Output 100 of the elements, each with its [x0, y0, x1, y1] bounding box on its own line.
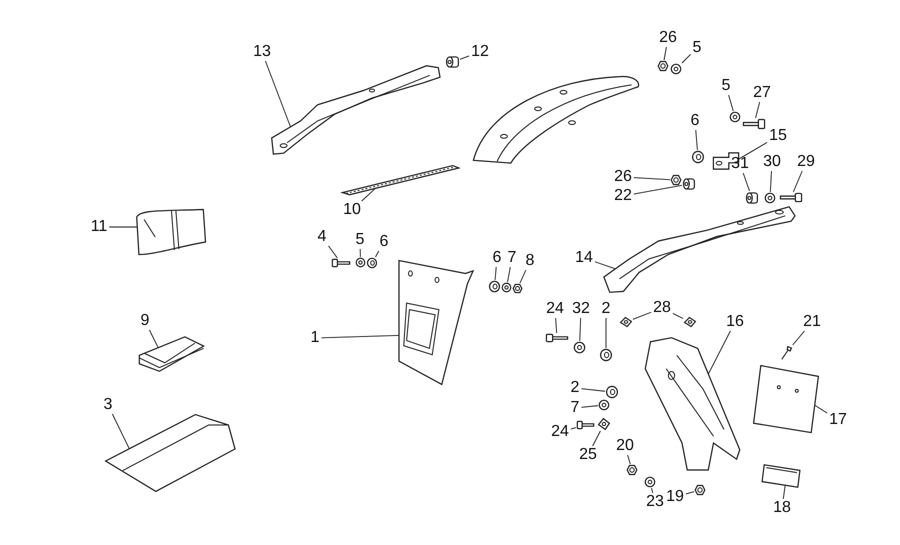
grommet-drawing — [606, 386, 618, 398]
rod-drawing — [340, 165, 460, 195]
callout-number: 2 — [570, 380, 580, 396]
hex-nut-drawing — [671, 175, 681, 185]
leader-line — [581, 388, 606, 392]
callout-number: 16 — [725, 314, 745, 330]
callout-number: 1 — [310, 330, 320, 346]
callout-number: 24 — [550, 424, 570, 440]
washer-drawing — [502, 283, 511, 292]
leader-line — [361, 187, 376, 202]
leader-line — [632, 312, 652, 320]
leader-line — [460, 56, 470, 60]
leader-line — [108, 226, 138, 228]
washer-drawing — [356, 258, 365, 267]
callout-number: 11 — [90, 219, 108, 235]
washer-drawing — [765, 193, 775, 203]
callout-number: 32 — [571, 301, 591, 317]
bushing-drawing — [446, 56, 459, 68]
callout-number: 31 — [730, 156, 750, 172]
leader-line — [755, 102, 760, 118]
callout-number: 24 — [545, 301, 565, 317]
washer-drawing — [730, 112, 740, 122]
washer-drawing — [645, 477, 655, 487]
bushing-drawing — [746, 192, 758, 204]
callout-number: 19 — [665, 489, 685, 505]
leader-line — [579, 318, 582, 342]
bolt-drawing — [743, 119, 765, 129]
grommet-drawing — [600, 349, 612, 361]
callout-number: 28 — [652, 300, 672, 316]
callout-number: 7 — [506, 250, 518, 266]
callout-number: 18 — [772, 500, 792, 516]
leader-line — [112, 414, 130, 450]
washer-drawing — [574, 342, 585, 353]
leader-line — [633, 184, 682, 194]
leader-line — [592, 430, 601, 446]
booklet-drawing — [138, 335, 205, 372]
leader-line — [555, 318, 558, 334]
bolt-drawing — [332, 259, 350, 267]
callout-number: 2 — [600, 301, 612, 317]
callout-number: 25 — [578, 447, 598, 463]
leader-line — [633, 177, 670, 180]
leader-line — [695, 130, 698, 150]
pouch-drawing — [103, 413, 235, 493]
grommet-drawing — [692, 151, 704, 163]
leader-line — [742, 172, 750, 192]
callout-number: 12 — [470, 44, 490, 60]
clip-drawing — [684, 317, 696, 327]
leader-line — [651, 488, 654, 494]
leader-line — [594, 261, 616, 270]
clip-drawing — [598, 418, 610, 430]
washer-drawing — [671, 64, 681, 74]
callout-number: 5 — [692, 40, 702, 56]
callout-number: 23 — [645, 494, 665, 510]
callout-number: 22 — [613, 188, 633, 204]
clip-drawing — [620, 317, 632, 327]
hex-nut-drawing — [513, 284, 522, 293]
leader-line — [520, 270, 526, 284]
bolt-drawing — [546, 334, 568, 342]
tool-bag-drawing — [133, 207, 207, 257]
callout-number: 7 — [570, 400, 580, 416]
hex-nut-drawing — [658, 61, 668, 71]
leader-line — [685, 491, 694, 494]
leader-line — [627, 454, 631, 464]
leader-line — [328, 245, 338, 258]
callout-number: 6 — [690, 113, 700, 129]
leader-line — [672, 313, 684, 319]
callout-number: 27 — [752, 85, 772, 101]
leader-line — [770, 170, 772, 192]
bolt-drawing — [780, 193, 802, 202]
callout-number: 20 — [615, 438, 635, 454]
side-cover-drawing — [270, 62, 440, 157]
leader-line — [792, 170, 803, 192]
reflector-drawing — [760, 462, 802, 490]
leader-line — [507, 266, 511, 282]
bolt-drawing — [577, 421, 594, 429]
callout-number: 21 — [802, 314, 822, 330]
callout-number: 5 — [354, 232, 366, 248]
callout-number: 8 — [524, 253, 536, 269]
leader-line — [374, 250, 380, 258]
leader-line — [264, 60, 291, 128]
hex-nut-drawing — [695, 485, 705, 495]
leader-line — [792, 330, 805, 346]
leader-line — [814, 404, 828, 414]
grommet-drawing — [489, 281, 500, 292]
leader-line — [570, 427, 576, 430]
callout-number: 30 — [762, 154, 782, 170]
callout-number: 6 — [492, 250, 502, 266]
leader-line — [494, 266, 497, 280]
leader-line — [581, 405, 598, 408]
callout-number: 17 — [828, 412, 848, 428]
callout-number: 10 — [342, 202, 362, 218]
leader-line — [664, 46, 667, 60]
callout-number: 4 — [316, 229, 328, 245]
callout-number: 26 — [613, 169, 633, 185]
callout-number: 13 — [252, 44, 272, 60]
bushing-drawing — [683, 178, 695, 190]
license-plate-drawing — [750, 362, 822, 434]
side-cover-drawing — [600, 205, 795, 295]
leader-line — [148, 330, 159, 348]
leader-line — [321, 334, 400, 338]
